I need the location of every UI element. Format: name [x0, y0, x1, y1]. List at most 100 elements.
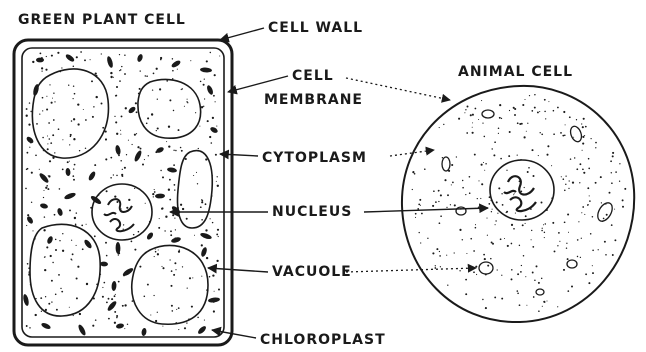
cytoplasm-dot: [519, 245, 520, 246]
cytoplasm-dot: [217, 176, 218, 177]
cytoplasm-dot: [136, 133, 137, 134]
cytoplasm-dot: [214, 74, 216, 76]
cytoplasm-dot: [48, 175, 49, 176]
cytoplasm-dot: [43, 190, 44, 191]
cytoplasm-dot: [73, 66, 75, 68]
cytoplasm-dot: [74, 93, 76, 95]
cytoplasm-dot: [492, 209, 493, 210]
cytoplasm-dot: [557, 306, 558, 307]
cytoplasm-dot: [157, 127, 159, 129]
cytoplasm-dot: [174, 218, 175, 219]
cytoplasm-dot: [162, 176, 164, 178]
cytoplasm-dot: [170, 230, 172, 232]
cytoplasm-dot: [612, 155, 614, 157]
cytoplasm-dot: [121, 66, 122, 67]
cytoplasm-dot: [488, 203, 490, 205]
cytoplasm-dot: [110, 76, 112, 78]
cytoplasm-dot: [446, 255, 447, 256]
cytoplasm-dot: [435, 265, 436, 266]
cytoplasm-dot: [215, 154, 217, 156]
cytoplasm-dot: [51, 280, 53, 282]
cytoplasm-dot: [464, 112, 465, 113]
cytoplasm-dot: [214, 291, 215, 292]
cytoplasm-dot: [140, 70, 141, 71]
cytoplasm-dot: [134, 249, 136, 251]
cytoplasm-dot: [119, 70, 120, 71]
cytoplasm-dot: [571, 285, 573, 287]
cytoplasm-dot: [484, 170, 485, 171]
cytoplasm-dot: [201, 106, 203, 108]
cytoplasm-dot: [470, 114, 472, 116]
cytoplasm-dot: [29, 327, 30, 328]
cytoplasm-dot: [485, 163, 487, 165]
cytoplasm-dot: [71, 120, 73, 122]
chloroplast: [90, 195, 103, 206]
cytoplasm-dot: [581, 123, 582, 124]
cytoplasm-dot: [526, 131, 527, 132]
cytoplasm-dot: [521, 265, 522, 266]
cytoplasm-dot: [187, 102, 188, 103]
cytoplasm-dot: [169, 259, 170, 260]
cytoplasm-dot: [70, 134, 72, 136]
cytoplasm-dot: [144, 159, 145, 160]
cytoplasm-dot: [162, 267, 164, 269]
chloroplast: [141, 328, 147, 337]
cytoplasm-dot: [46, 56, 47, 57]
animal-vacuoles: [442, 110, 615, 295]
cytoplasm-dot: [157, 312, 158, 313]
cytoplasm-dot: [116, 317, 117, 318]
cytoplasm-dot: [216, 260, 218, 262]
cytoplasm-dot: [114, 322, 116, 324]
cytoplasm-dot: [166, 80, 168, 82]
animal-nucleus: [490, 160, 554, 220]
cytoplasm-dot: [444, 179, 446, 181]
cytoplasm-dot: [102, 127, 104, 129]
cytoplasm-dot: [566, 247, 567, 248]
cytoplasm-dot: [528, 167, 530, 169]
cytoplasm-dot: [154, 191, 156, 193]
cytoplasm-dot: [26, 115, 28, 117]
chloroplast: [200, 246, 208, 257]
cytoplasm-dot: [563, 178, 565, 180]
cytoplasm-dot: [113, 174, 114, 175]
cytoplasm-dot: [173, 274, 175, 276]
cytoplasm-dot: [209, 276, 211, 278]
cytoplasm-dot: [511, 269, 513, 271]
cytoplasm-dot: [465, 109, 466, 110]
cytoplasm-dot: [170, 234, 172, 236]
cytoplasm-dot: [201, 244, 203, 246]
cytoplasm-dot: [467, 106, 469, 108]
cytoplasm-dot: [69, 161, 70, 162]
cytoplasm-dot: [443, 124, 444, 125]
cytoplasm-dot: [570, 158, 572, 160]
cytoplasm-dot: [105, 138, 107, 140]
cytoplasm-dot: [539, 111, 540, 112]
chloroplast: [22, 294, 29, 307]
cytoplasm-dot: [438, 201, 439, 202]
cytoplasm-dot: [548, 101, 549, 102]
cytoplasm-dot: [174, 184, 176, 186]
cytoplasm-dot: [148, 155, 149, 156]
cytoplasm-dot: [45, 69, 47, 71]
chloroplast: [38, 172, 50, 184]
cytoplasm-dot: [51, 102, 53, 104]
cytoplasm-dot: [207, 120, 209, 122]
cytoplasm-dot: [160, 170, 161, 171]
cytoplasm-dot: [126, 207, 128, 209]
cytoplasm-dot: [582, 150, 583, 151]
cytoplasm-dot: [456, 156, 457, 157]
cytoplasm-dot: [82, 248, 84, 250]
cytoplasm-dot: [473, 271, 475, 273]
chloroplast: [155, 193, 165, 198]
cytoplasm-dot: [592, 216, 594, 218]
cytoplasm-dot: [564, 135, 566, 137]
chloroplast: [65, 168, 71, 176]
cytoplasm-dot: [604, 241, 606, 243]
chloroplast: [167, 167, 178, 173]
cytoplasm-dot: [56, 309, 58, 311]
label-cell-wall: CELL WALL: [268, 20, 363, 36]
cytoplasm-dot: [53, 92, 54, 93]
cytoplasm-dot: [484, 258, 486, 260]
cytoplasm-dot: [31, 202, 32, 203]
cytoplasm-dot: [86, 224, 87, 225]
